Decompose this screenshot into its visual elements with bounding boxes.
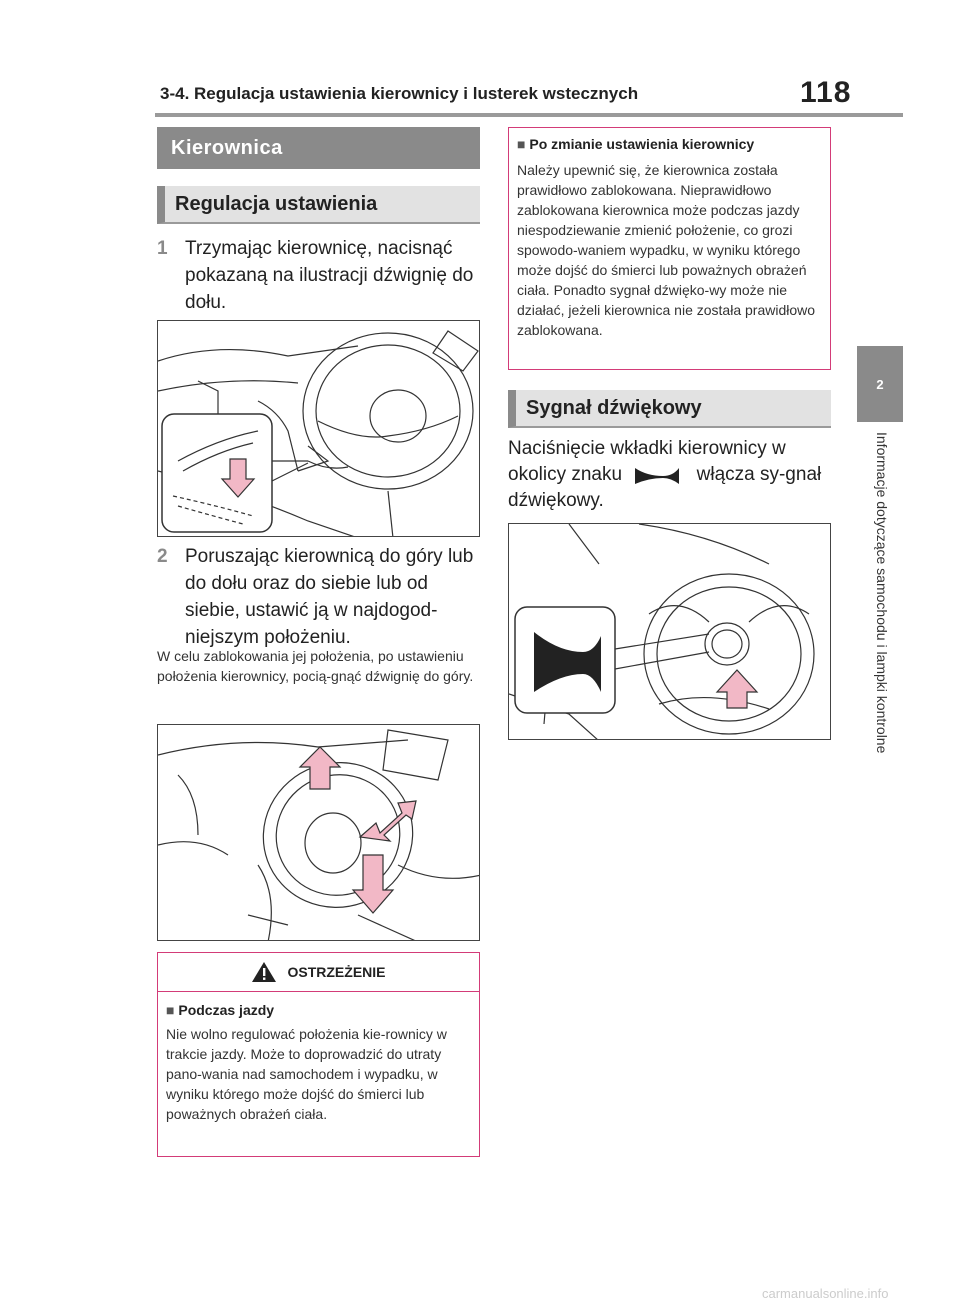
steering-adjust-illustration <box>158 729 479 940</box>
figure-horn <box>508 523 831 740</box>
notice-title-row: ■ Po zmianie ustawienia kierownicy <box>517 136 822 152</box>
figure-steering-lever <box>157 320 480 537</box>
chapter-tab-title: Informacje dotyczące samochodu i lampki … <box>874 432 890 754</box>
header-rule <box>155 113 903 117</box>
warning-label: OSTRZEŻENIE <box>287 964 386 980</box>
step-1-number: 1 <box>157 238 168 259</box>
step-1: 1 Trzymając kierownicę, nacisnąć pokazan… <box>157 235 479 316</box>
horn-icon <box>627 464 691 486</box>
footer-watermark[interactable]: carmanualsonline.info <box>762 1286 889 1301</box>
notice-title: Po zmianie ustawienia kierownicy <box>529 136 755 152</box>
subsection-title: Regulacja ustawienia <box>157 186 480 224</box>
horn-text-b: włącza sy-gnał dźwiękowy. <box>508 464 822 511</box>
horn-subsection-title: Sygnał dźwiękowy <box>508 390 831 428</box>
step-2-text: Poruszając kierownicą do góry lub do doł… <box>185 546 474 648</box>
notice-box: ■ Po zmianie ustawienia kierownicy Należ… <box>508 127 831 370</box>
warning-triangle-icon <box>252 962 277 982</box>
horn-paragraph: Naciśnięcie wkładki kierownicy w okolicy… <box>508 436 831 514</box>
warning-header: OSTRZEŻENIE <box>158 953 479 992</box>
step-1-text: Trzymając kierownicę, nacisnąć pokazaną … <box>185 238 474 313</box>
warning-title: Podczas jazdy <box>178 1002 275 1018</box>
warning-title-row: ■ Podczas jazdy <box>166 1002 471 1018</box>
figure-steering-adjust <box>157 724 480 941</box>
page-number: 118 <box>800 76 852 109</box>
horn-text-a: Naciśnięcie wkładki kierownicy w okolicy… <box>508 438 786 485</box>
section-title: Kierownica <box>157 127 480 169</box>
warning-box: OSTRZEŻENIE ■ Podczas jazdy Nie wolno re… <box>157 952 480 1157</box>
notice-text: Należy upewnić się, że kierownica został… <box>517 162 816 338</box>
step-2: 2 Poruszając kierownicą do góry lub do d… <box>157 543 479 651</box>
horn-illustration <box>509 524 815 739</box>
chapter-header-title: 3-4. Regulacja ustawienia kierownicy i l… <box>160 84 639 103</box>
lock-note: W celu zablokowania jej położenia, po us… <box>157 648 474 684</box>
square-bullet-icon: ■ <box>517 136 526 152</box>
steering-lever-illustration <box>158 330 479 536</box>
step-2-number: 2 <box>157 546 168 567</box>
square-bullet-icon: ■ <box>166 1002 175 1018</box>
warning-text: Nie wolno regulować położenia kie-rownic… <box>166 1026 447 1122</box>
chapter-tab[interactable]: 2 <box>857 346 903 422</box>
